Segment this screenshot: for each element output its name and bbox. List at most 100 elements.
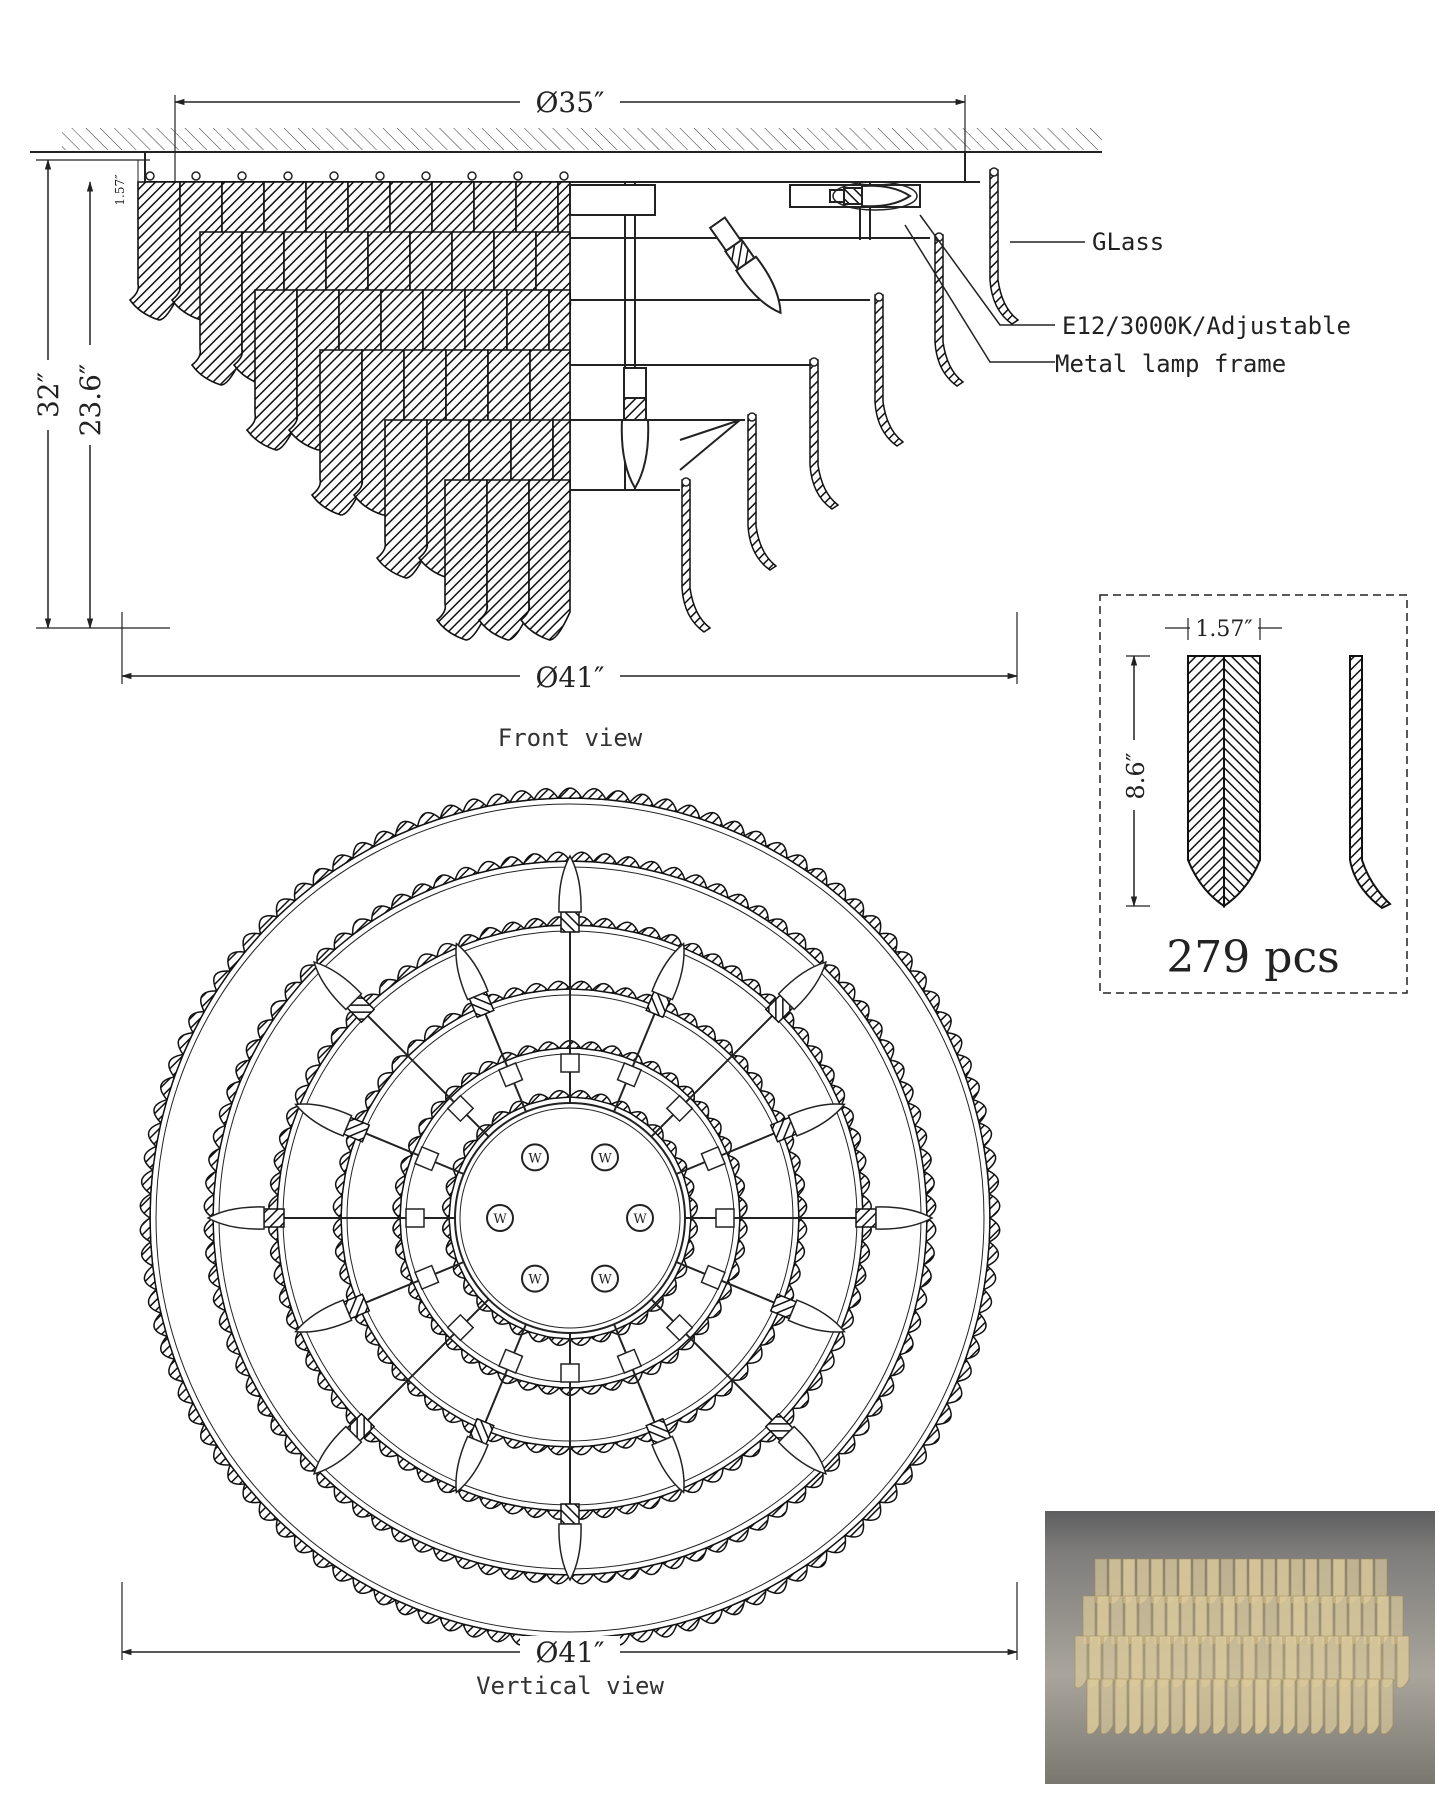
ring-leaf bbox=[978, 1121, 993, 1148]
ring-leaf bbox=[496, 1370, 520, 1385]
bulb bbox=[764, 1412, 828, 1476]
ring-leaf bbox=[861, 1500, 882, 1521]
ring-leaf bbox=[737, 1216, 748, 1241]
mount-screw: W bbox=[521, 1264, 549, 1293]
ring-leaf bbox=[392, 1195, 403, 1220]
ring-leaf bbox=[934, 1401, 952, 1426]
ring-leaf bbox=[502, 1436, 527, 1449]
ring-leaf bbox=[568, 1089, 593, 1100]
ring-leaf bbox=[208, 1263, 221, 1289]
ring-leaf bbox=[615, 856, 641, 869]
ring-leaf bbox=[701, 1466, 724, 1483]
ring-leaf bbox=[203, 1193, 215, 1220]
ring-leaf bbox=[153, 1311, 169, 1338]
mount-screw-label: W bbox=[598, 1151, 612, 1166]
ring-leaf bbox=[620, 1370, 644, 1385]
detail-width-label: 1.57″ bbox=[1195, 617, 1252, 642]
ring-leaf bbox=[692, 1316, 710, 1336]
hook bbox=[809, 357, 819, 367]
ceiling bbox=[30, 128, 1102, 183]
dim-top-label: Ø35″ bbox=[535, 86, 604, 119]
spoke bbox=[312, 960, 490, 1138]
bulb bbox=[294, 1293, 371, 1333]
glass-leaf bbox=[519, 479, 571, 641]
ring-leaf bbox=[147, 1288, 162, 1315]
ring-leaf bbox=[312, 867, 335, 887]
ring-leaf bbox=[614, 1501, 640, 1515]
ring-leaf bbox=[688, 1216, 699, 1241]
ring-leaf bbox=[820, 964, 841, 985]
ring-leaf bbox=[392, 1216, 403, 1241]
ring-leaf bbox=[720, 1598, 746, 1616]
dim-canopy-label: 1.57″ bbox=[113, 174, 127, 206]
ring-leaf bbox=[568, 1336, 593, 1347]
ring-leaf bbox=[568, 980, 594, 991]
ring-leaf bbox=[378, 1439, 400, 1458]
ring-leaf bbox=[788, 1261, 801, 1286]
ring-leaf bbox=[502, 987, 527, 1000]
rivet bbox=[467, 171, 477, 181]
ring-leaf bbox=[456, 1487, 482, 1502]
label-glass: GLass bbox=[1092, 228, 1164, 256]
ring-leaf bbox=[964, 1334, 980, 1361]
ring-leaf bbox=[604, 790, 632, 804]
ring-leaf bbox=[227, 951, 247, 973]
ring-leaf bbox=[547, 1336, 572, 1347]
ring-leaf bbox=[212, 1124, 227, 1150]
ring-leaf bbox=[441, 1216, 452, 1241]
ring-leaf bbox=[485, 1628, 512, 1643]
bulb bbox=[769, 1103, 846, 1143]
mount-screw: W bbox=[591, 1264, 619, 1293]
rivet bbox=[237, 171, 247, 181]
ring-leaf bbox=[858, 1239, 871, 1266]
ring-leaf bbox=[423, 1025, 445, 1043]
ring-leaf bbox=[334, 1238, 347, 1265]
ring-leaf bbox=[140, 1168, 154, 1196]
ring-leaf bbox=[805, 867, 828, 887]
spoke bbox=[312, 1298, 490, 1476]
ring-leaf bbox=[906, 1102, 922, 1128]
ring-leaf bbox=[988, 1216, 1001, 1244]
hook bbox=[874, 292, 884, 302]
ring-leaf bbox=[213, 1443, 232, 1466]
ring-leaf bbox=[861, 915, 882, 936]
ring-leaf bbox=[160, 1334, 176, 1361]
ring-leaf bbox=[659, 1072, 680, 1089]
ring-leaf bbox=[818, 1064, 835, 1087]
ring-leaf bbox=[825, 1533, 847, 1554]
ring-leaf bbox=[692, 1100, 710, 1120]
ring-leaf bbox=[418, 1298, 434, 1319]
ring-leaf bbox=[454, 866, 480, 882]
ring-leaf bbox=[971, 1098, 987, 1125]
ring-leaf bbox=[591, 1506, 618, 1519]
mount-screw-label: W bbox=[598, 1273, 612, 1288]
dimension-height: 32″ 23.6″ 1.57″ bbox=[28, 158, 170, 630]
ring-leaf bbox=[659, 1347, 680, 1364]
ring-leaf bbox=[839, 1104, 854, 1130]
ring-leaf bbox=[764, 1576, 788, 1595]
ring-leaf bbox=[293, 882, 315, 903]
ring-leaf bbox=[213, 970, 232, 993]
ring-leaf bbox=[986, 1240, 1000, 1268]
front-view-caption: Front view bbox=[498, 724, 643, 752]
dim-body-height-label: 23.6″ bbox=[74, 364, 107, 437]
mount-screw: W bbox=[626, 1204, 654, 1232]
ring-leaf bbox=[745, 1071, 763, 1093]
ring-leaf bbox=[853, 1148, 867, 1174]
ring-leaf bbox=[275, 898, 297, 919]
ring-leaf bbox=[614, 921, 640, 935]
ring-leaf bbox=[591, 1571, 618, 1583]
ring-leaf bbox=[522, 853, 549, 865]
ring-leaf bbox=[351, 1499, 374, 1518]
ring-leaf bbox=[317, 1045, 335, 1067]
ring-leaf bbox=[432, 1546, 457, 1562]
ring-leaf bbox=[377, 1343, 395, 1365]
spokes bbox=[206, 854, 934, 1582]
ring-leaf bbox=[527, 1330, 551, 1343]
ring-leaf bbox=[364, 1324, 381, 1347]
bulb bbox=[645, 1417, 685, 1494]
ring-leaf bbox=[478, 1495, 504, 1510]
ring-leaf bbox=[847, 1284, 862, 1310]
ring-leaf bbox=[971, 1311, 987, 1338]
